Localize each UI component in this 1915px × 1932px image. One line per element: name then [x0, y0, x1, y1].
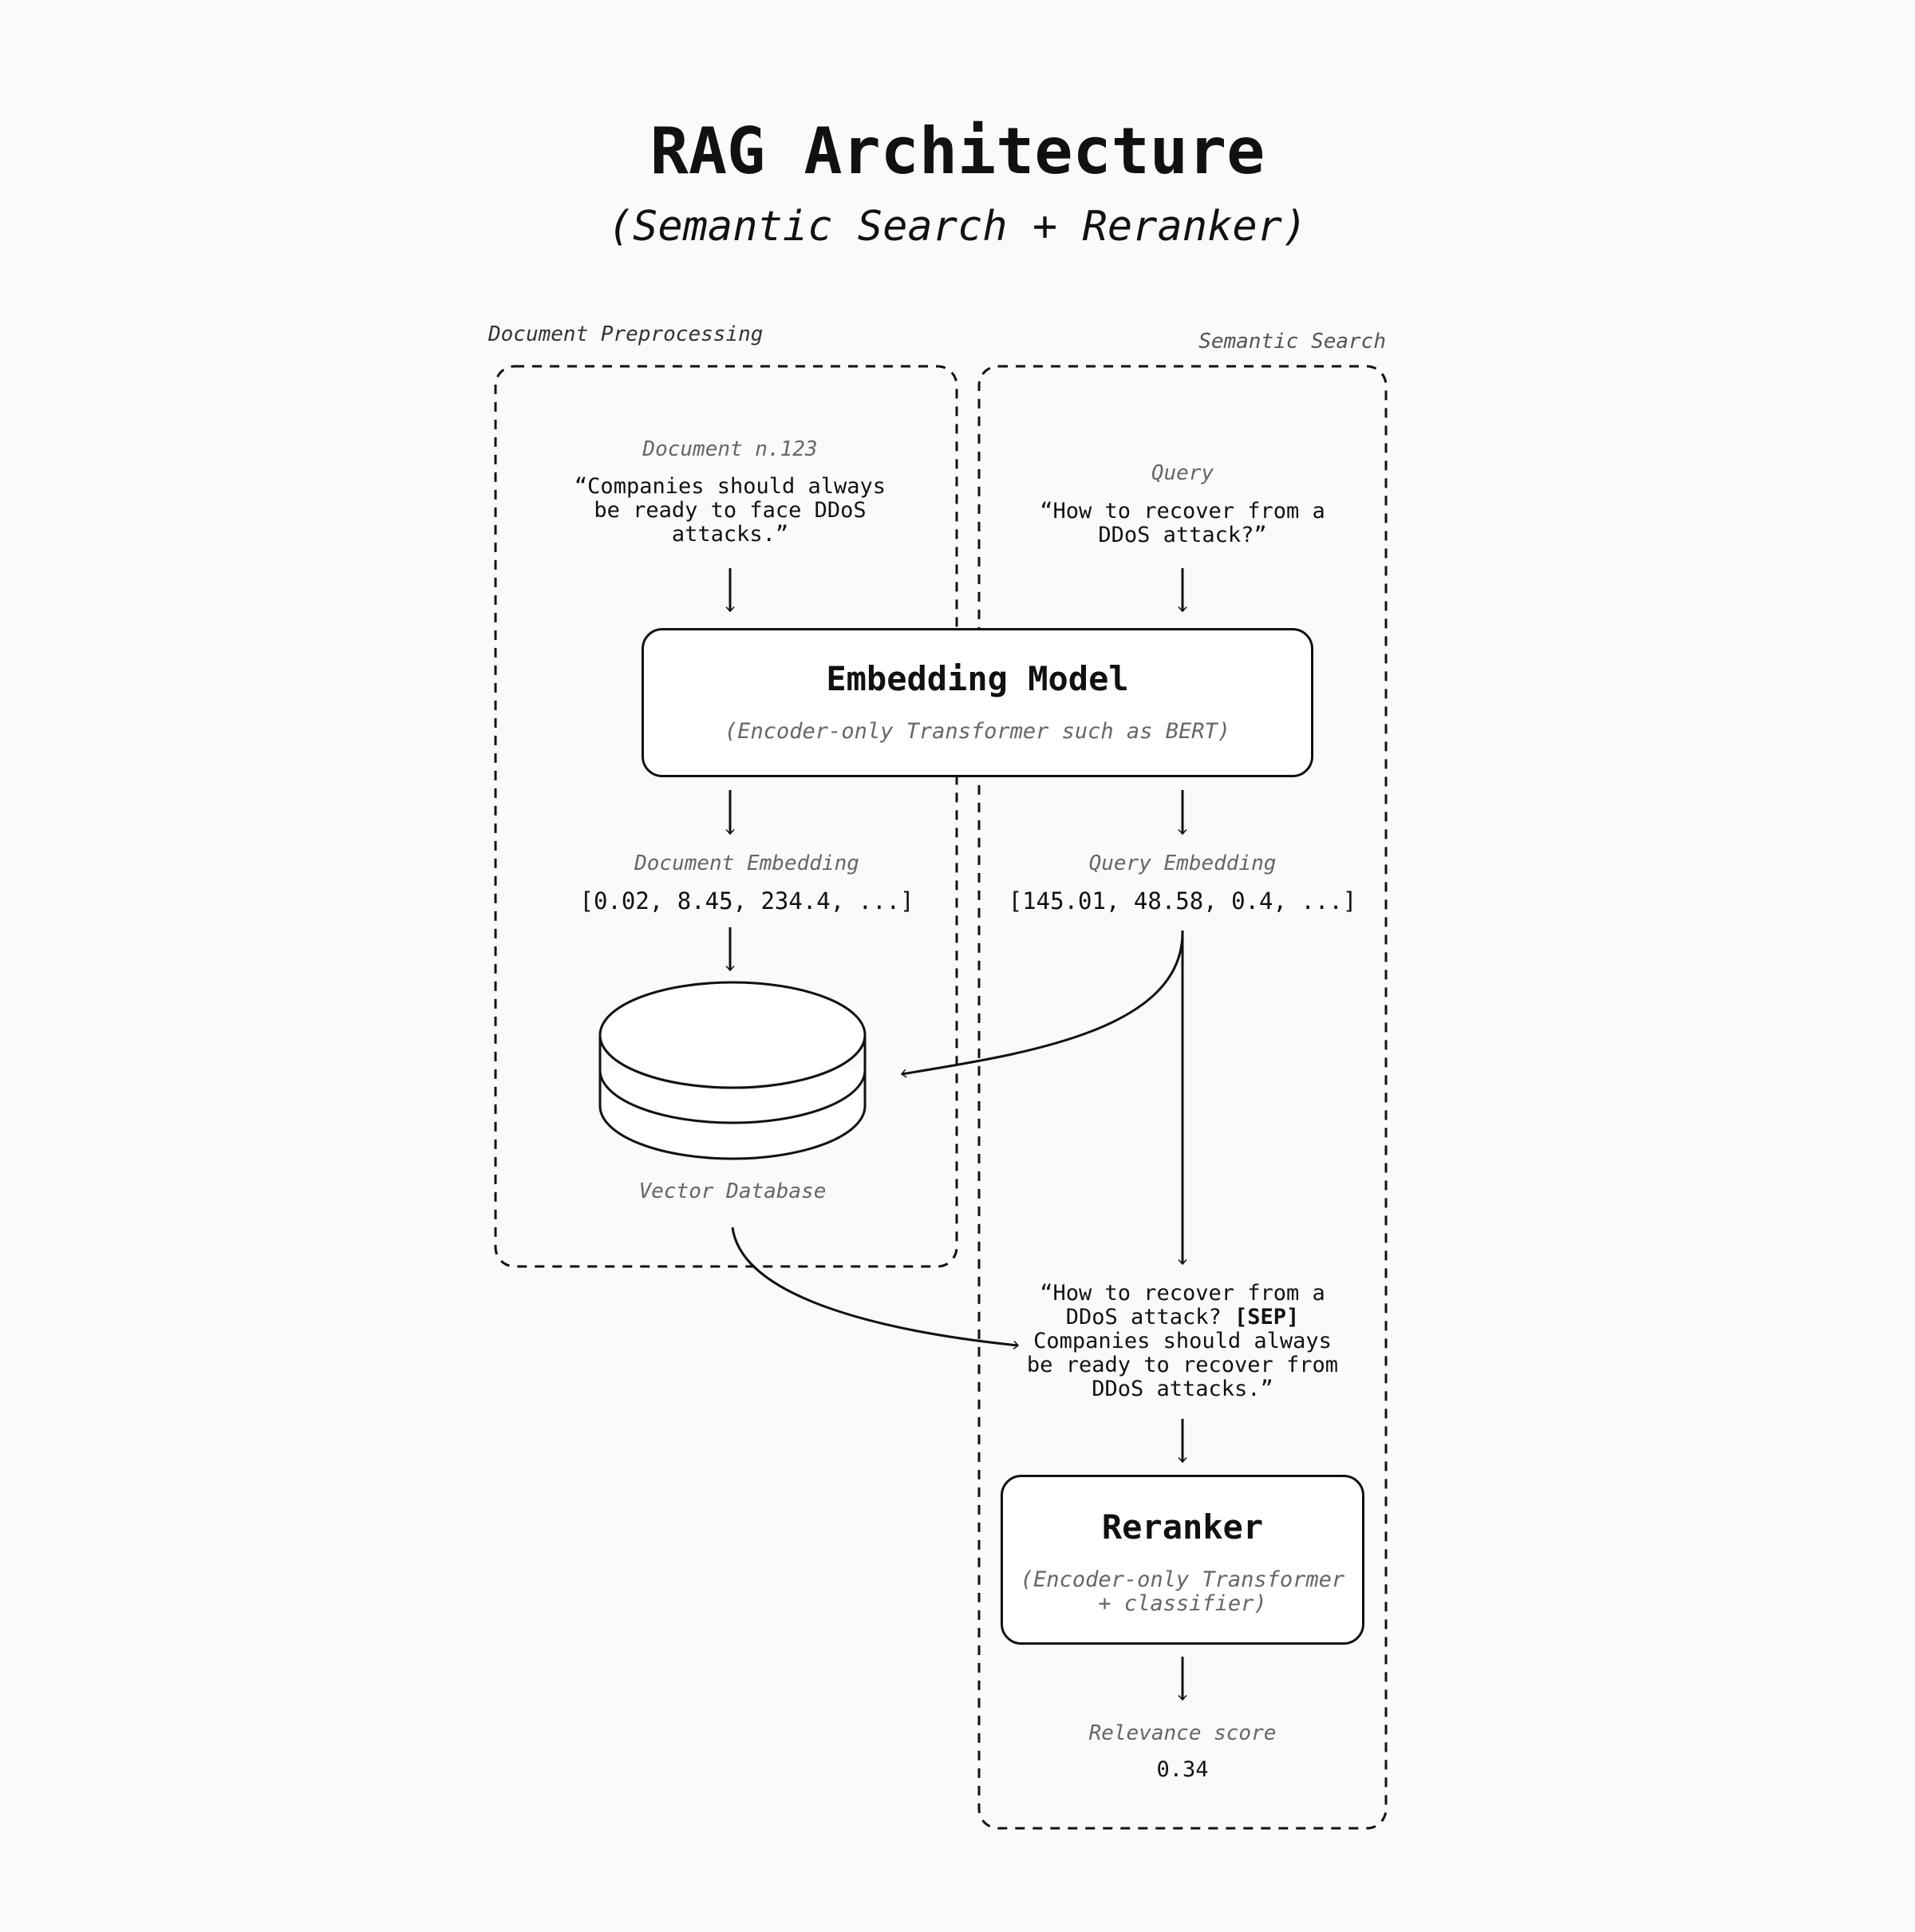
reranker-subtitle: (Encoder-only Transformer + classifier)	[1020, 1567, 1345, 1616]
query-embedding-caption: Query Embedding	[1088, 851, 1277, 875]
reranker-box: Reranker (Encoder-only Transformer + cla…	[1001, 1475, 1364, 1645]
semantic-search-label: Semantic Search	[1198, 330, 1386, 354]
arrow-database-to-pair	[731, 1227, 1020, 1350]
embedding-model-title: Embedding Model	[826, 659, 1129, 698]
document-text: “Companies should always be ready to fac…	[574, 474, 886, 547]
embedding-model-box: Embedding Model (Encoder-only Transforme…	[642, 628, 1313, 777]
pair-document-part: Companies should always be ready to reco…	[1026, 1329, 1339, 1401]
relevance-score-value: 0.34	[1156, 1757, 1209, 1782]
vector-database-caption: Vector Database	[638, 1179, 827, 1203]
document-embedding-caption: Document Embedding	[634, 851, 859, 875]
query-text: “How to recover from a DDoS attack?”	[1040, 499, 1325, 547]
vector-database-icon	[598, 981, 867, 1160]
query-caption: Query	[1151, 461, 1214, 485]
pair-separator-token: [SEP]	[1234, 1305, 1300, 1329]
reranker-title: Reranker	[1101, 1507, 1264, 1547]
page-subtitle: (Semantic Search + Reranker)	[607, 203, 1308, 251]
document-preprocessing-label: Document Preprocessing	[488, 322, 764, 346]
document-caption: Document n.123	[642, 437, 818, 461]
document-preprocessing-panel	[494, 365, 958, 1268]
document-embedding-value: [0.02, 8.45, 234.4, ...]	[579, 887, 914, 915]
page-title: RAG Architecture	[650, 114, 1265, 188]
query-embedding-value: [145.01, 48.58, 0.4, ...]	[1008, 887, 1357, 915]
relevance-score-caption: Relevance score	[1088, 1721, 1277, 1745]
semantic-search-panel	[977, 365, 1388, 1830]
embedding-model-subtitle: (Encoder-only Transformer such as BERT)	[725, 719, 1230, 744]
pair-query-part: “How to recover from a DDoS attack?	[1040, 1281, 1325, 1329]
query-document-pair-text: “How to recover from a DDoS attack? [SEP…	[983, 1282, 1382, 1401]
arrow-query-embedding-to-database	[900, 931, 1184, 1078]
